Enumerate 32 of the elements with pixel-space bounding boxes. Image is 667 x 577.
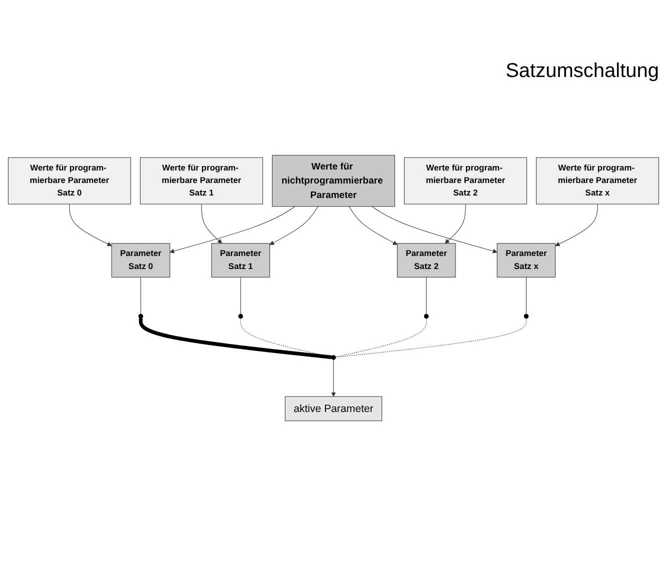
node-box: Werte für program- mierbare Parameter Satz 2 xyxy=(404,158,528,205)
arrow xyxy=(270,206,318,246)
switch-label: Satzumschaltung xyxy=(506,60,659,83)
connector xyxy=(138,318,332,360)
arrow xyxy=(201,204,222,244)
node-box: Parameter Satz 0 xyxy=(111,244,170,278)
arrow xyxy=(372,206,498,254)
node-circle xyxy=(138,314,144,320)
node-circle xyxy=(524,314,529,320)
arrow xyxy=(555,204,598,247)
node-box: Parameter Satz x xyxy=(496,244,556,278)
connector xyxy=(140,277,142,315)
node-circle xyxy=(331,356,336,360)
arrow xyxy=(170,206,296,254)
node-box: Werte für program- mierbare Parameter Satz 0 xyxy=(8,158,131,205)
node-box: Parameter Satz 1 xyxy=(211,244,270,278)
node-box: aktive Parameter xyxy=(284,396,382,422)
connector xyxy=(240,318,332,358)
node-box: Werte für program- mierbare Parameter Satz 1 xyxy=(140,158,263,205)
node-circle xyxy=(238,314,244,320)
connector xyxy=(335,318,427,358)
connector xyxy=(335,318,526,358)
node-circle xyxy=(424,314,429,320)
node-box: Werte für program- mierbare Parameter Satz x xyxy=(536,158,660,205)
arrow xyxy=(348,206,398,246)
connector xyxy=(240,277,241,315)
node-box: Werte für nichtprogrammierbare Parameter xyxy=(272,155,396,208)
arrow xyxy=(69,204,112,247)
connector xyxy=(426,277,427,315)
node-box: Parameter Satz 2 xyxy=(396,244,456,278)
arrow xyxy=(444,204,466,244)
arrow xyxy=(331,360,336,398)
